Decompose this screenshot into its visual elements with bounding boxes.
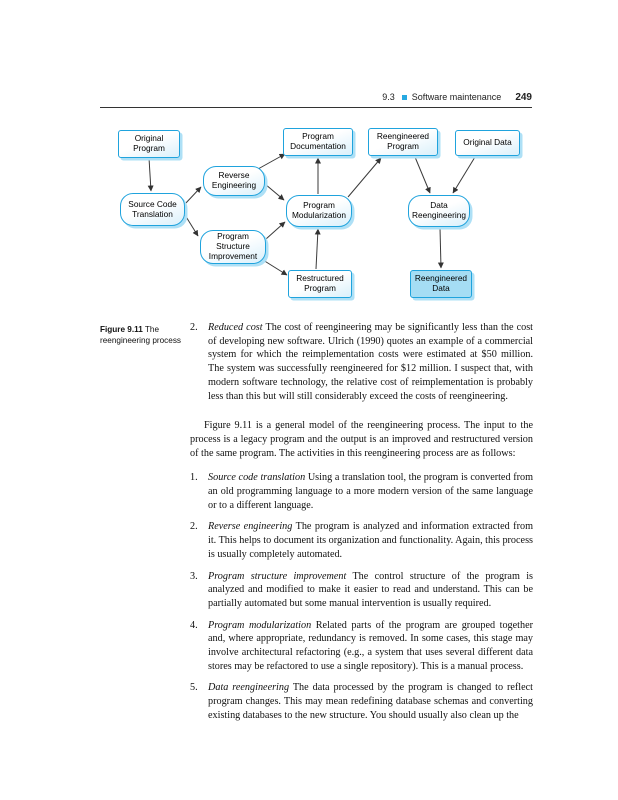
node-label: Program Modularization [292,200,346,220]
node-reengineered-program: Reengineered Program [368,128,438,156]
node-label: Reengineered Data [414,273,468,293]
node-original-program: Original Program [118,130,180,158]
page-number: 249 [515,92,532,103]
node-label: Original Program [133,133,165,153]
list-body: Related parts of the program are grouped… [208,619,534,672]
node-reengineered-data: Reengineered Data [410,270,472,298]
list-item-data-reengineering: 5. Data reengineering The data processed… [190,681,533,722]
node-label: Reverse Engineering [211,170,257,190]
list-item-source-code-translation: 1. Source code translation Using a trans… [190,471,533,512]
figure-diagram: Original Program Program Documentation R… [100,120,532,312]
node-label: Program Structure Improvement [208,231,258,261]
node-program-structure-improvement: Program Structure Improvement [200,230,266,264]
node-program-documentation: Program Documentation [283,128,353,156]
list-text: Source code translation Using a translat… [208,471,533,512]
paragraph-figure-intro: Figure 9.11 is a general model of the re… [190,420,533,459]
node-label: Source Code Translation [128,198,177,219]
section-marker-square [401,95,407,100]
node-label: Reengineered Program [376,131,430,151]
list-number: 3. [190,570,198,582]
list-number: 2. [190,521,198,533]
list-body: The cost of reengineering may be signifi… [208,322,534,402]
list-item-reduced-cost: 2. Reduced cost The cost of reengineerin… [190,321,533,403]
list-body: Using a translation tool, the program is… [208,472,534,511]
section-title: Software maintenance [411,92,502,102]
node-label: Restructured Program [296,273,344,293]
list-item-reverse-engineering: 2. Reverse engineering The program is an… [190,520,533,561]
list-text: Reverse engineering The program is analy… [208,520,533,561]
node-program-modularization: Program Modularization [286,195,352,227]
node-original-data: Original Data [455,130,520,156]
header-rule [100,107,532,108]
list-body: The program is analyzed and information … [208,521,533,560]
list-number: 5. [190,682,198,694]
section-number: 9.3 [382,92,395,102]
node-reverse-engineering: Reverse Engineering [203,166,265,196]
list-text: Program structure improvement The contro… [208,570,533,611]
list-lead: Reverse engineering [208,521,293,533]
list-lead: Reduced cost [208,322,263,333]
node-label: Program Documentation [290,131,346,151]
figure-caption: Figure 9.11 The reengineering process [100,324,186,346]
list-body: The data processed by the program is cha… [208,682,533,721]
list-number: 2. [190,322,198,333]
node-source-code-translation: Source Code Translation [120,193,185,226]
list-item-program-structure-improvement: 3. Program structure improvement The con… [190,570,533,611]
list-lead: Source code translation [208,472,306,484]
node-label: Original Data [463,137,512,148]
node-data-reengineering: Data Reengineering [408,195,470,227]
figure-caption-text: The reengineering process [100,325,182,345]
list-text: Program modularization Related parts of … [208,619,533,674]
flow-arrows [147,153,476,276]
list-number: 4. [190,619,198,631]
list-lead: Program structure improvement [208,570,347,582]
list-item-program-modularization: 4. Program modularization Related parts … [190,619,533,674]
list-number: 1. [190,472,198,484]
list-text: Data reengineering The data processed by… [208,681,533,722]
figure-caption-label: Figure 9.11 [100,325,143,334]
node-restructured-program: Restructured Program [288,270,352,298]
list-text: Reduced cost The cost of reengineering m… [208,321,533,403]
node-label: Data Reengineering [412,200,466,220]
list-lead: Program modularization [208,619,312,631]
running-header: 9.3 Software maintenance 249 [100,92,532,103]
list-body: The control structure of the program is … [208,570,533,609]
body-text-column: 2. Reduced cost The cost of reengineerin… [190,321,533,731]
list-lead: Data reengineering [208,682,290,694]
